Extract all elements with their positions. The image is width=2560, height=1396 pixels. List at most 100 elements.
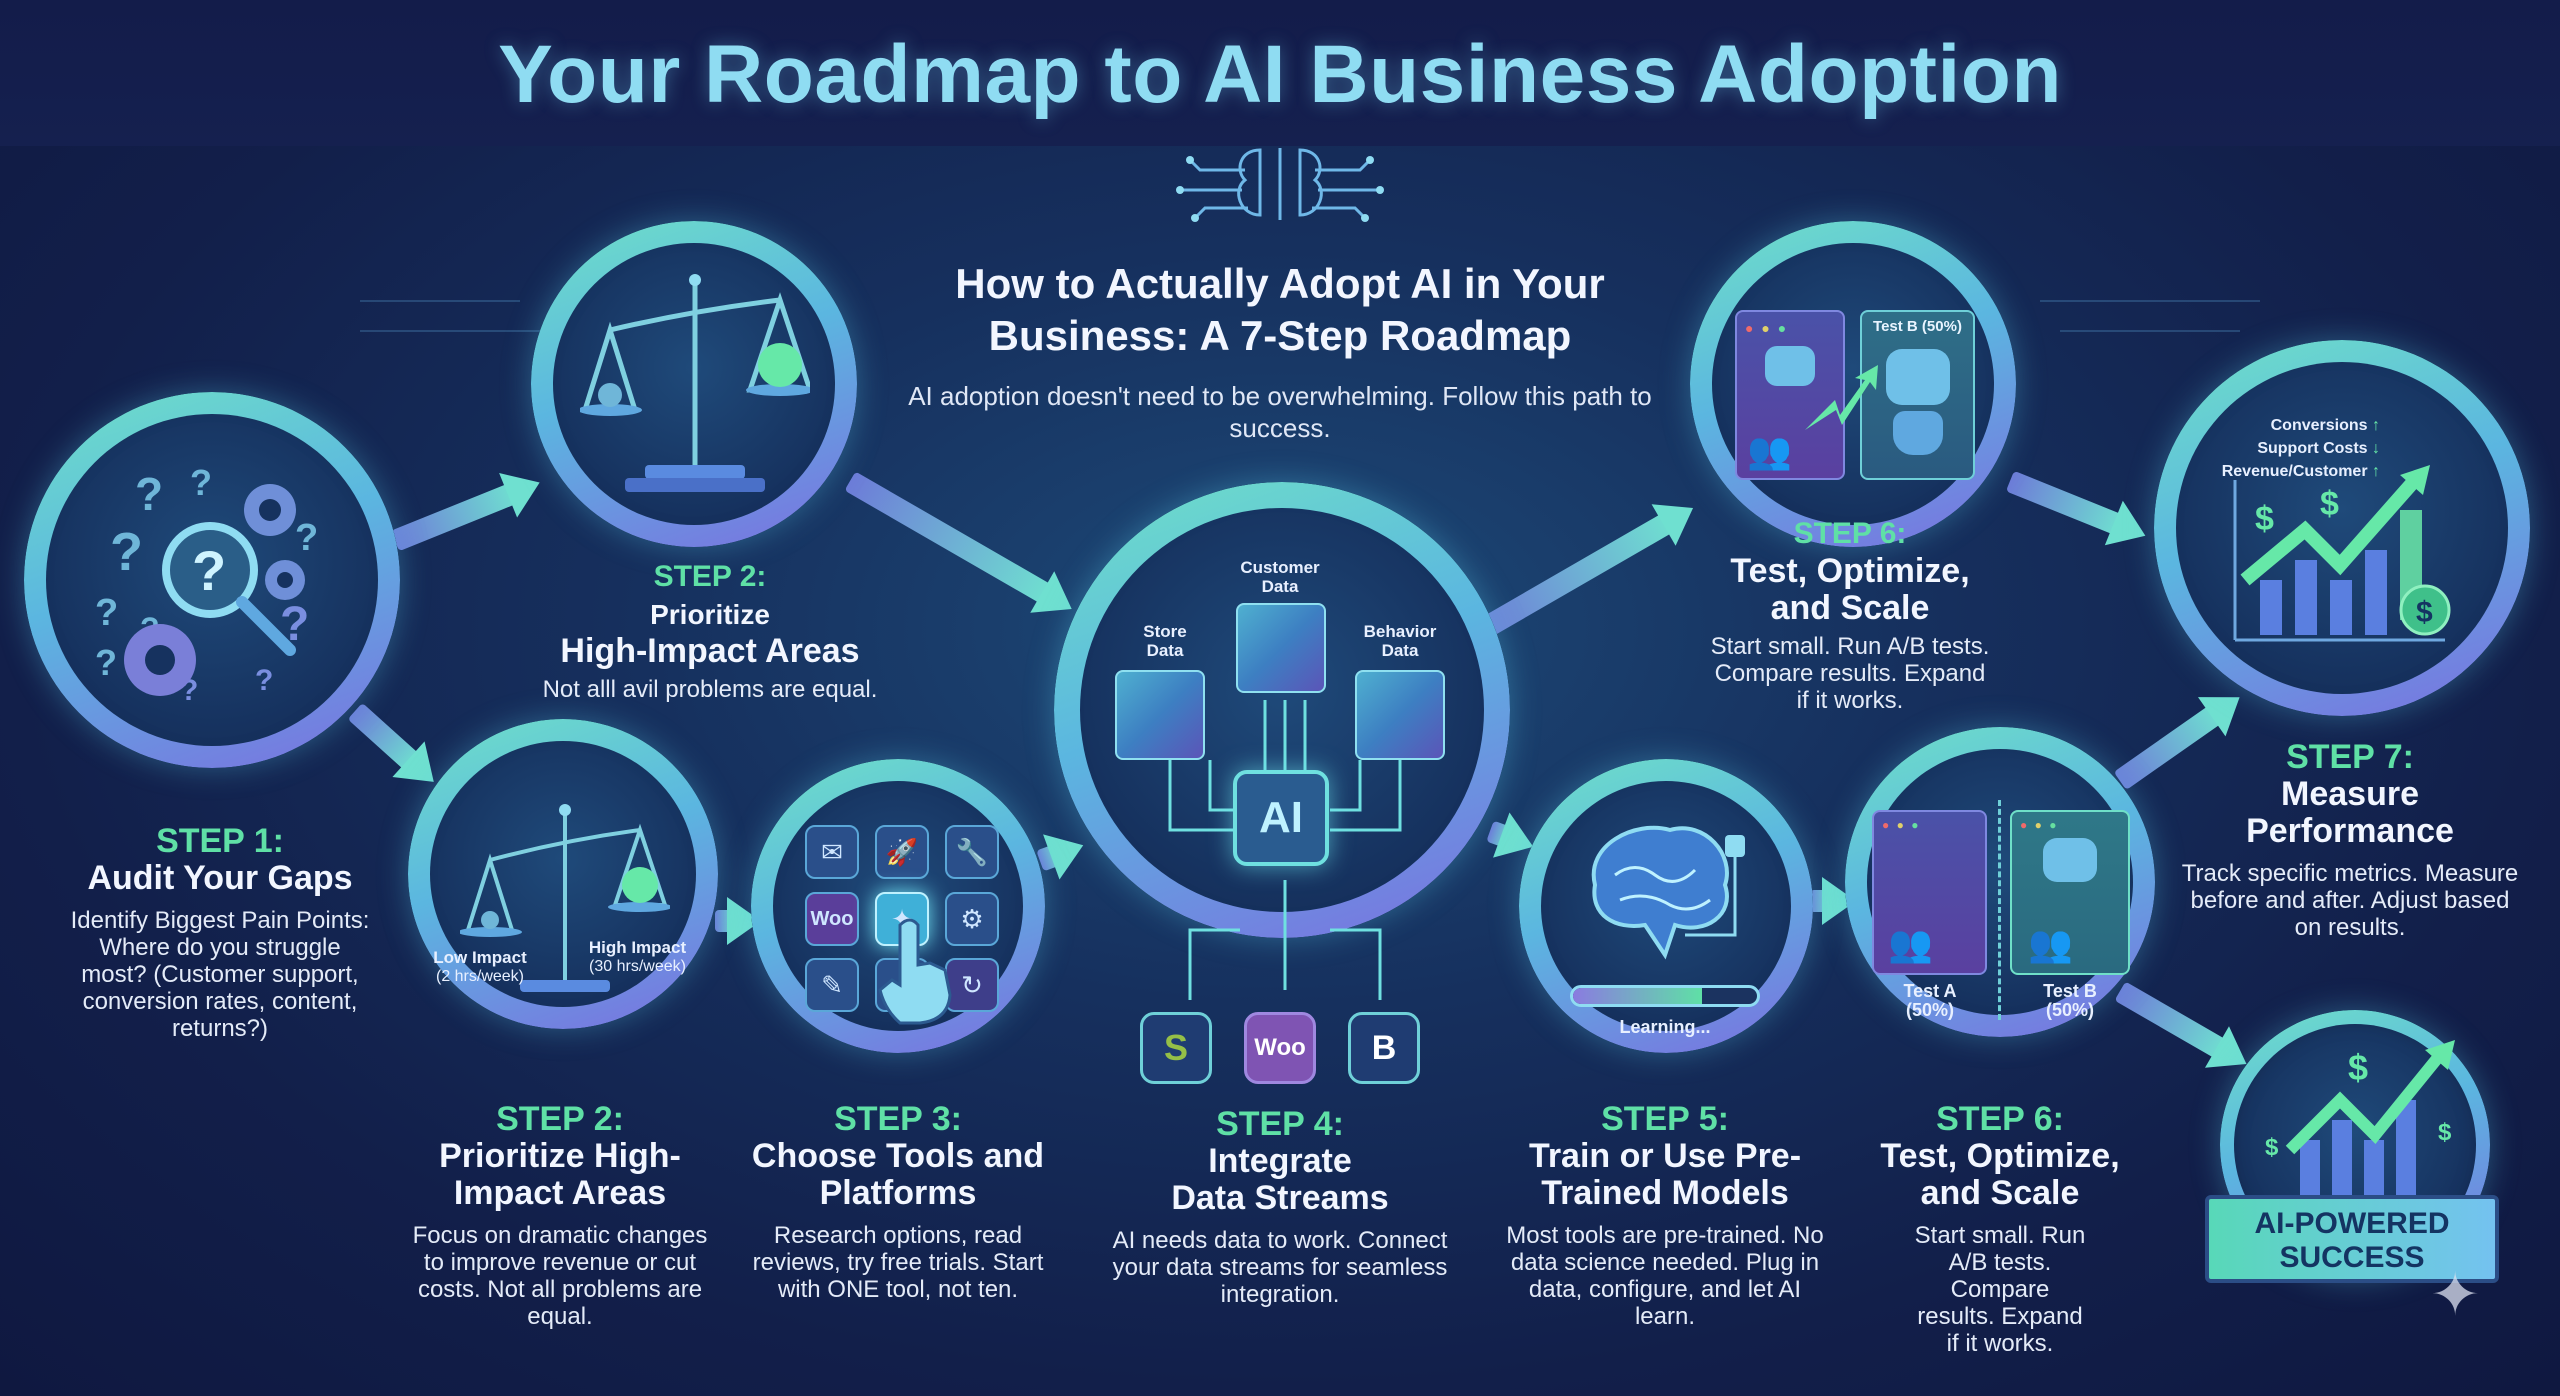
step6-bottom-title-line2: and Scale [1920,1174,2080,1212]
arrow-step3-to-step4 [1036,843,1063,872]
arrow-step4-to-step5 [1486,820,1513,849]
page-title: Your Roadmap to AI Business Adoption [498,29,2062,120]
step1-illustration: ?? ?? ?? ?? ?? ? [80,450,344,710]
behavior-data-cube [1355,670,1445,760]
test-b-title: Test B [2043,981,2097,1001]
variant-b-label: Test B (50%) [1873,318,1962,335]
variant-a-panel: ● ● ● 👥 [1735,310,1845,480]
step5-text: STEP 5: Train or Use Pre-Trained Models … [1500,1100,1830,1330]
high-impact-title: High Impact [588,938,687,957]
trend-down-icon: ↓ [2372,440,2380,457]
step7-title-line1: Measure [2281,775,2419,813]
step5-label: STEP 5: [1601,1100,1729,1138]
robot-body [1892,411,1943,455]
metric-name: Conversions [2270,417,2368,434]
header-band [0,0,2560,146]
arrow-step1-to-step2bottom [347,702,422,773]
test-b-split: (50%) [2045,1000,2094,1020]
step6-top-title-line2: and Scale [1770,589,1930,627]
svg-text:?: ? [295,517,318,559]
step6-top-title-line1: Test, Optimize, [1730,552,1970,590]
banner-line1: AI-POWERED [2254,1207,2450,1240]
step6-bottom-description: Start small. Run A/B tests. Compare resu… [1914,1222,2086,1357]
impact-scale-icon [458,780,672,1000]
high-impact-sub: (30 hrs/week) [589,958,686,975]
svg-text:?: ? [192,539,226,602]
step1-text: STEP 1: Audit Your Gaps Identify Biggest… [70,822,370,1042]
step3-title: Choose Tools and Platforms [751,1137,1045,1212]
arrow-step4-to-step6top [1474,511,1677,641]
step6-bottom-title-line1: Test, Optimize, [1880,1137,2120,1175]
test-a-panel: ● ● ● 👥 [1872,810,1987,975]
users-icon: 👥 [1747,430,1792,471]
tool-tile-rocket: 🚀 [875,825,929,879]
woocommerce-platform-icon: Woo [1244,1012,1316,1084]
step3-description: Research options, read reviews, try free… [752,1222,1044,1303]
step1-description: Identify Biggest Pain Points: Where do y… [70,907,370,1042]
circuit-line [2040,300,2260,302]
test-a-title: Test A [1903,981,1957,1001]
step7-ring [2154,340,2530,716]
bigcommerce-platform-icon: B [1348,1012,1420,1084]
step4-title-line2: Data Streams [1171,1179,1389,1217]
behavior-data-line1: Behavior [1363,622,1437,641]
customer-data-label: Customer Data [1220,558,1340,596]
tool-tile-wrench: 🔧 [945,825,999,879]
robot-ai-icon [2043,838,2097,882]
step4-label: STEP 4: [1216,1105,1344,1143]
step7-title-line2: Performance [2246,812,2454,850]
step2-bottom-title: Prioritize High-Impact Areas [439,1137,681,1212]
step4-title-line1: Integrate [1208,1142,1352,1180]
svg-text:$: $ [2348,1047,2368,1088]
customer-data-line1: Customer [1240,558,1320,577]
users-icon: 👥 [1888,923,1933,964]
store-data-label: Store Data [1120,622,1210,660]
step4-description: AI needs data to work. Connect your data… [1112,1227,1448,1308]
step2-bottom-description: Focus on dramatic changes to improve rev… [412,1222,708,1330]
test-a-split: (50%) [1905,1000,1954,1020]
metric-name: Support Costs [2257,440,2368,457]
svg-text:$: $ [2438,1119,2452,1146]
behavior-data-label: Behavior Data [1345,622,1455,660]
behavior-data-line2: Data [1381,641,1419,660]
step5-description: Most tools are pre-trained. No data scie… [1506,1222,1824,1330]
growth-arrow-icon [1800,360,1880,440]
step4-text: STEP 4: Integrate Data Streams AI needs … [1110,1105,1450,1308]
customer-data-cube [1236,603,1326,693]
brain-icon [1575,815,1755,965]
tool-tile-email: ✉ [805,825,859,879]
svg-text:?: ? [95,592,118,634]
arrow-step1-to-step2top [390,482,520,552]
low-impact-title: Low Impact [433,948,527,967]
arrow-step5-to-step6 [1810,877,1856,925]
test-b-label: Test B (50%) [2020,982,2120,1020]
circuit-line [2060,330,2240,332]
step3-text: STEP 3: Choose Tools and Platforms Resea… [748,1100,1048,1303]
window-dots: ● ● ● [1882,818,1921,832]
learning-progress-bar [1570,985,1760,1007]
tool-tile-pen: ✎ [805,958,859,1012]
step2-bottom-text: STEP 2: Prioritize High-Impact Areas Foc… [400,1100,720,1330]
step6-top-label: STEP 6: [1793,517,1907,550]
svg-text:$: $ [2265,1134,2279,1161]
circuit-line [360,300,520,302]
robot-ai-icon [1885,349,1950,405]
step6-bottom-label: STEP 6: [1936,1100,2064,1138]
arrow-step2-to-step3 [715,897,761,945]
test-a-label: Test A (50%) [1880,982,1980,1020]
svg-text:?: ? [255,664,273,697]
store-data-line1: Store [1143,622,1187,641]
step1-title: Audit Your Gaps [87,859,353,897]
success-chart-icon: $ $ $ [2260,1030,2460,1200]
customer-data-line2: Data [1261,577,1299,596]
step2-top-description: Not alll avil problems are equal. [542,676,878,703]
scale-icon [578,260,814,500]
window-dots: ● ● ● [2020,818,2059,832]
brain-circuit-icon [1160,130,1400,240]
step3-label: STEP 3: [834,1100,962,1138]
tool-tile-gear: ⚙ [945,892,999,946]
pointing-hand-icon [870,915,960,1025]
store-data-cube [1115,670,1205,760]
variant-b-panel: Test B (50%) [1860,310,1975,480]
step7-text: STEP 7: Measure Performance Track specif… [2180,738,2520,941]
